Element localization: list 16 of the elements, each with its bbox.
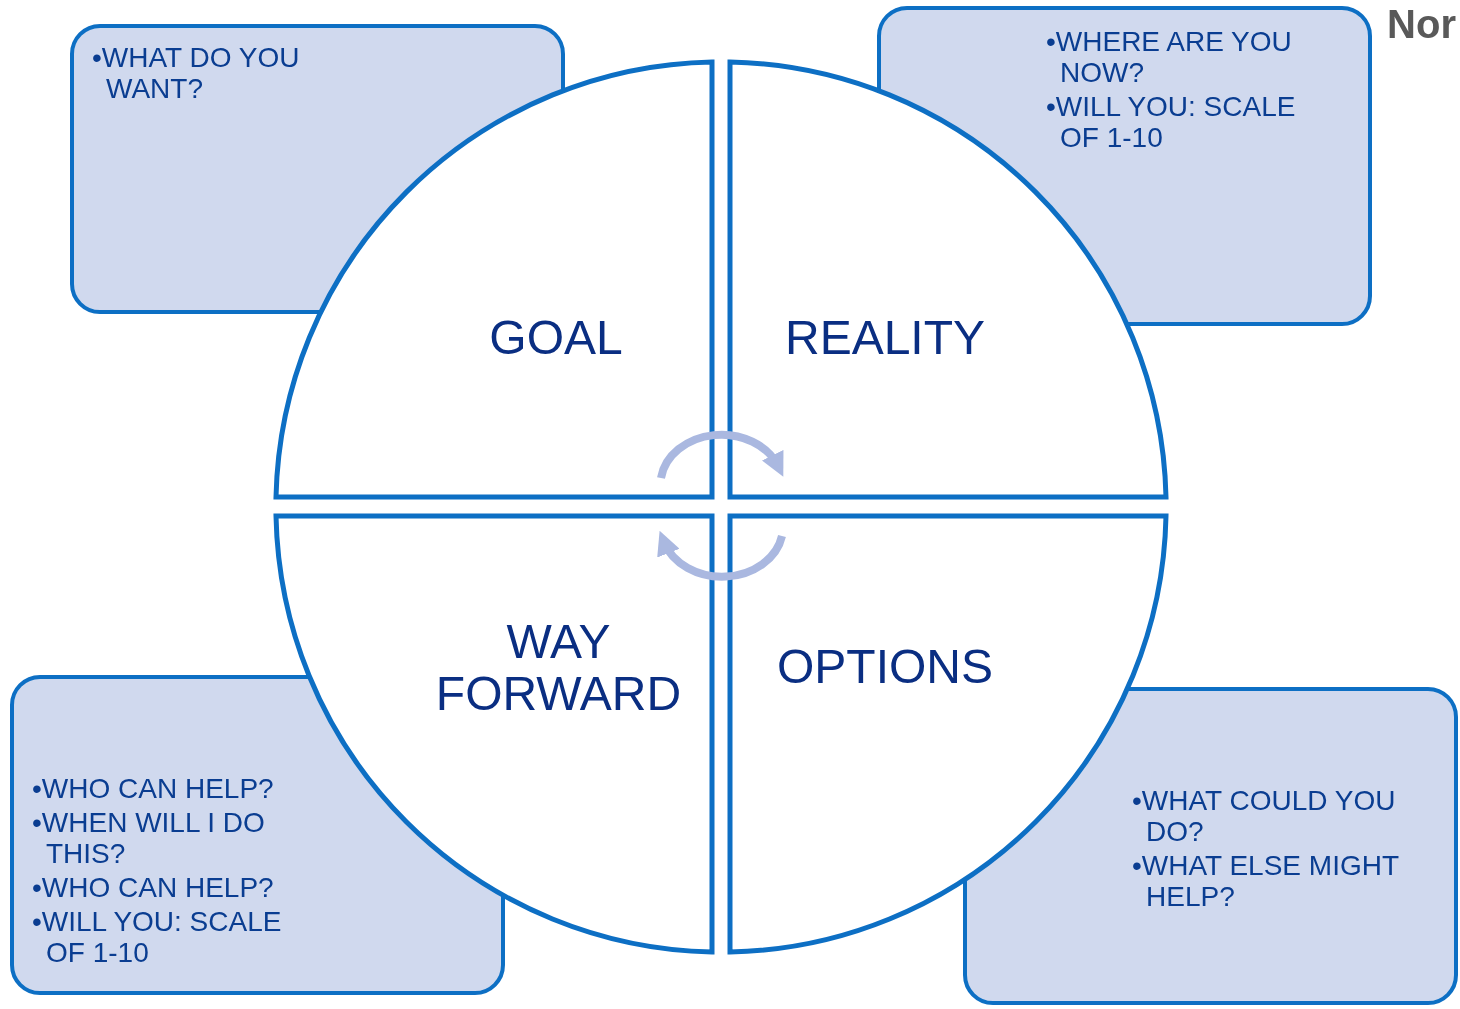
question-text: •WHO CAN HELP? (32, 773, 275, 804)
question-text: •WILL YOU: SCALE OF 1-10 (32, 906, 283, 968)
question-text: •WHAT DO YOU WANT? (92, 42, 301, 104)
stage-label: GOAL (488, 312, 624, 364)
question-text: •WILL YOU: SCALE OF 1-10 (1046, 91, 1297, 153)
curved-arrow (658, 531, 786, 581)
question-text: •WHAT ELSE MIGHT HELP? (1132, 850, 1400, 912)
heading-fragment: Nor (1387, 1, 1456, 48)
stage-label: OPTIONS (776, 641, 994, 693)
stage-label: WAY FORWARD (434, 616, 683, 720)
question-text: •WHERE ARE YOU NOW? (1046, 26, 1293, 88)
question-text: •WHEN WILL I DO THIS? (32, 807, 266, 869)
curved-arrow (657, 430, 785, 479)
question-text: •WHAT COULD YOU DO? (1132, 785, 1397, 847)
stage-label: REALITY (783, 312, 987, 364)
question-text: •WHO CAN HELP? (32, 872, 275, 903)
